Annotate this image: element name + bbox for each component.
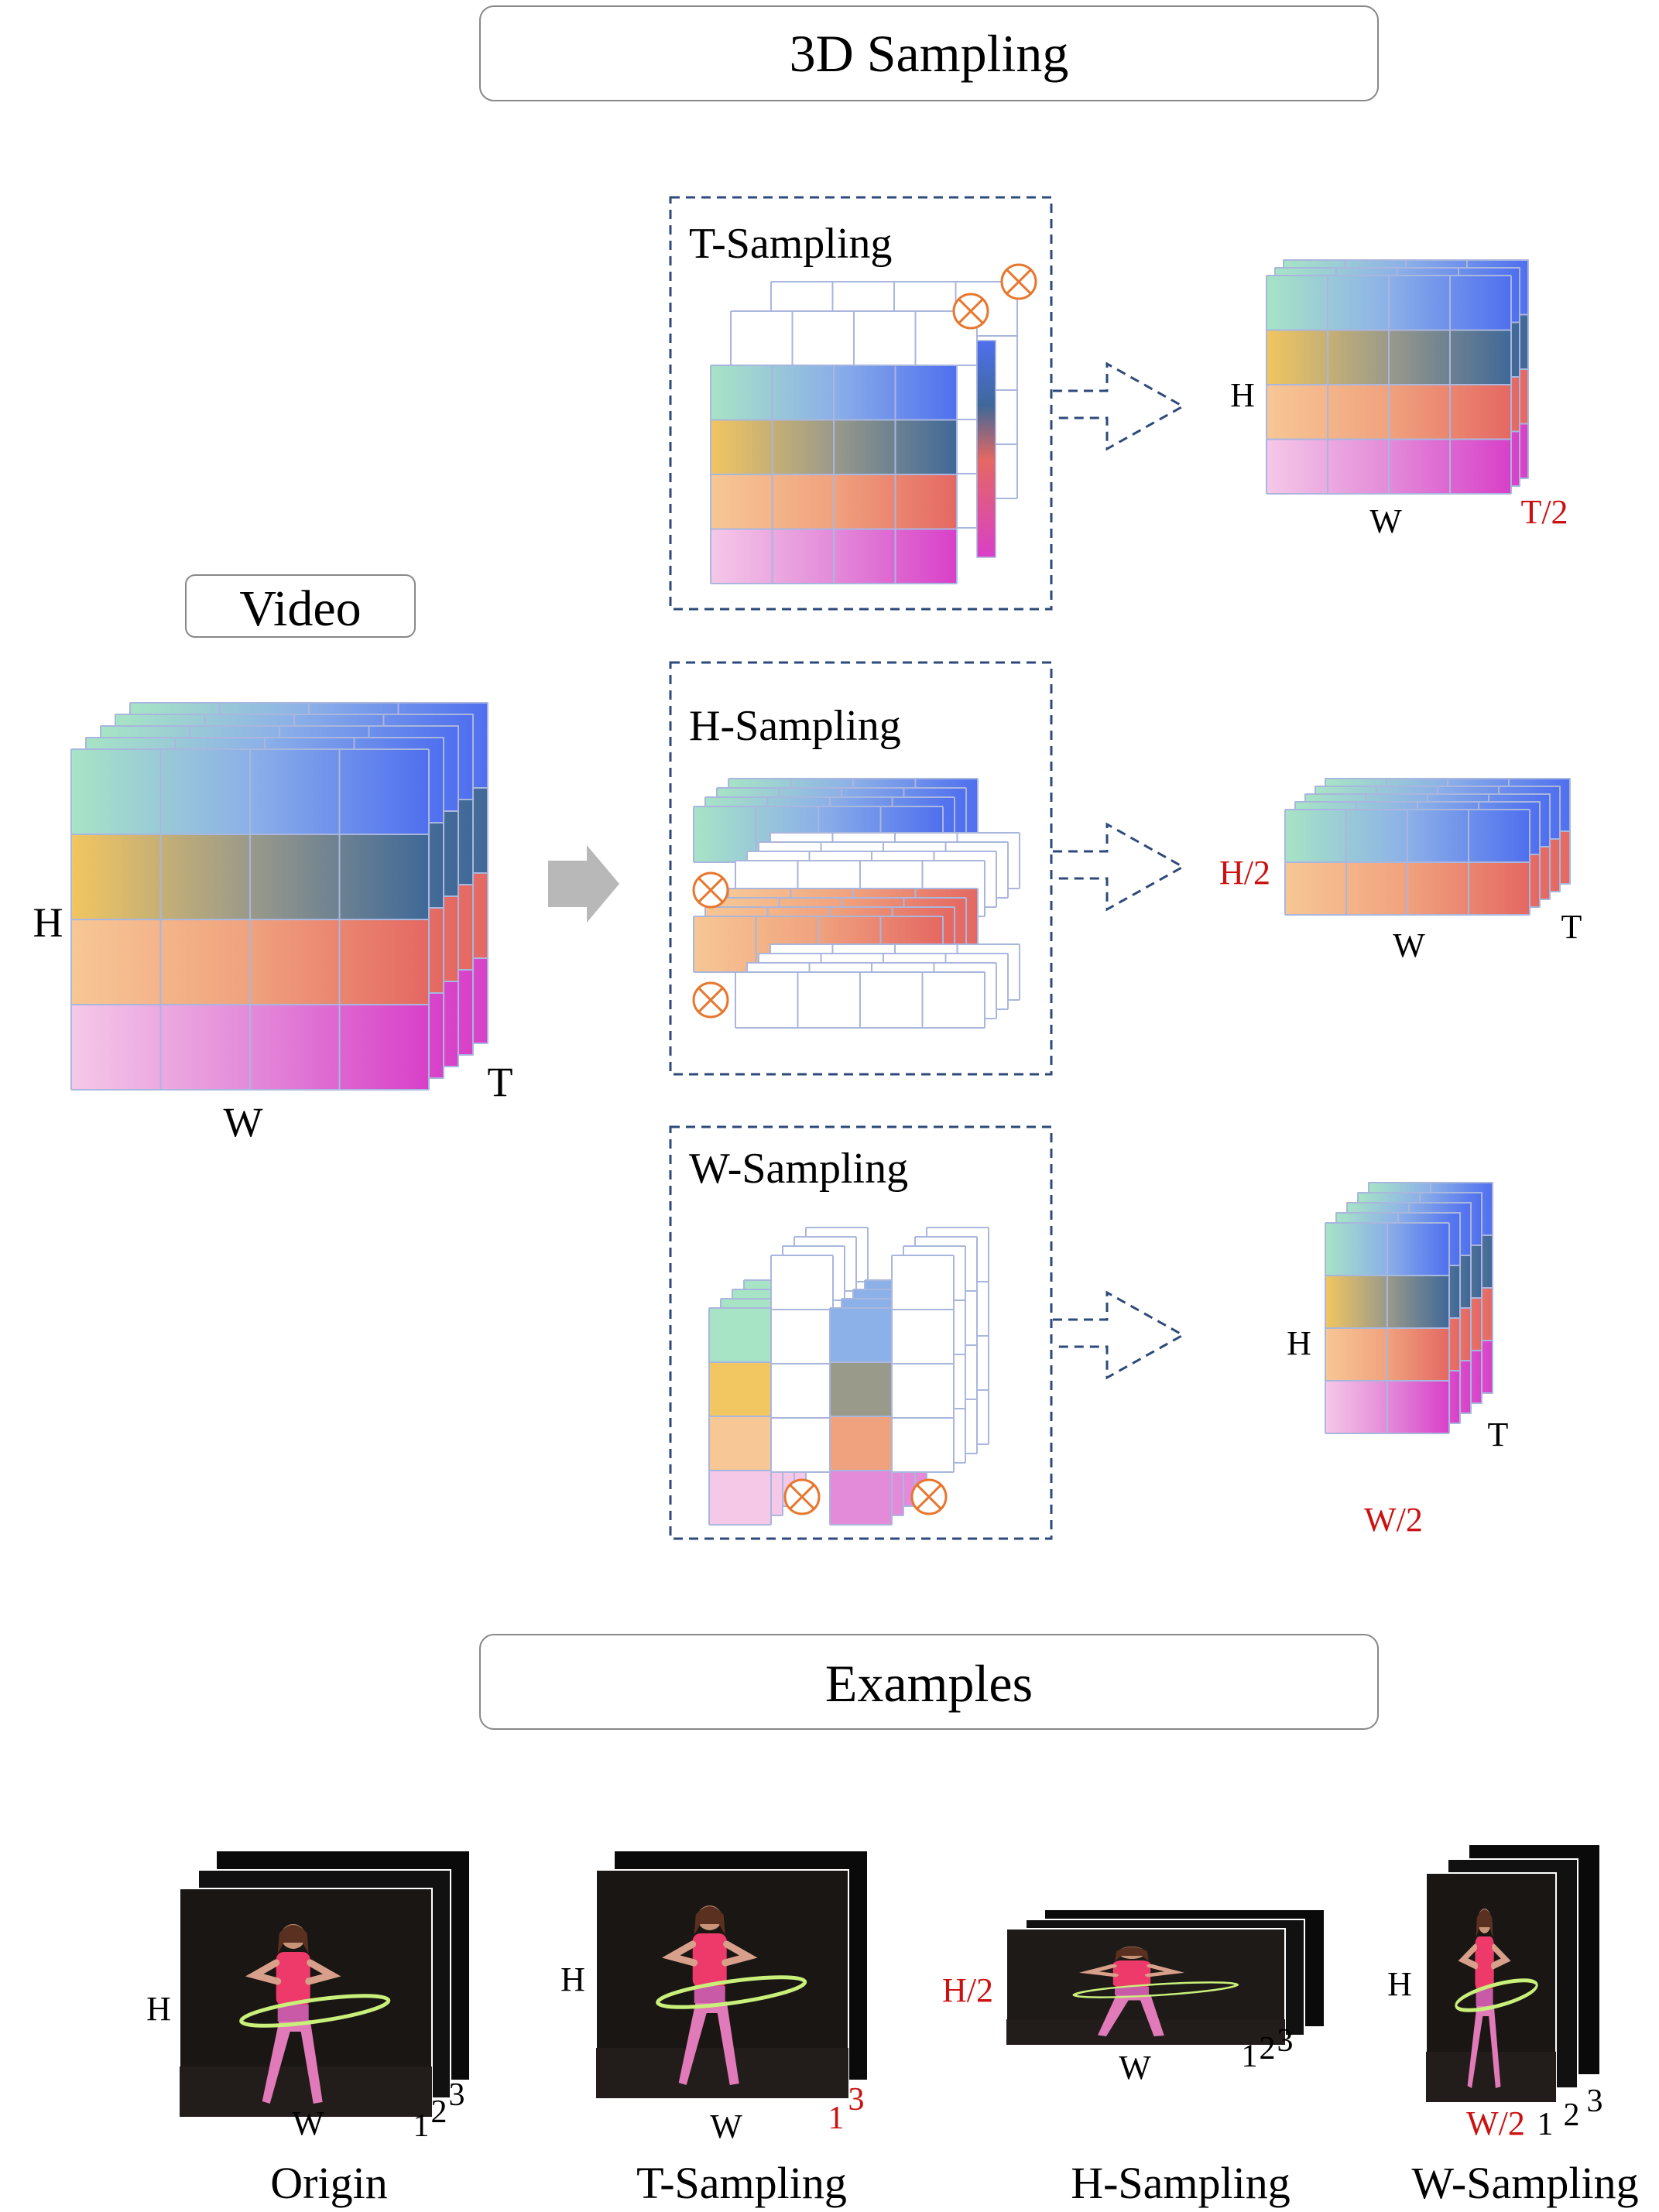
example-origin-w: W [292, 2104, 324, 2142]
multiply-icon [783, 1478, 821, 1515]
example-t-f1: 1 [828, 2101, 845, 2136]
video-frame-image [1425, 1872, 1557, 2103]
multiply-icon [952, 293, 989, 330]
video-axis-w: W [224, 1099, 263, 1145]
example-h-sampling: H/2 W 1 2 3 H-Sampling [942, 1910, 1324, 2208]
example-t-w: W [710, 2108, 742, 2145]
w-result-w: W/2 [1364, 1501, 1423, 1539]
section-title: 3D Sampling [790, 24, 1069, 83]
examples-title: Examples [825, 1654, 1033, 1713]
example-origin-h: H [146, 1990, 171, 2028]
example-t-sampling: H W 1 3 T-Sampling [560, 1851, 867, 2208]
t-result-w: W [1369, 502, 1402, 540]
grid-frame [708, 1307, 772, 1525]
example-h-caption: H-Sampling [1071, 2158, 1291, 2208]
video-frame-image [1006, 1928, 1286, 2046]
w-sampling-panel: W-Sampling [669, 1125, 1053, 1540]
grid-frame [1284, 809, 1530, 916]
dashed-arrow-icon-t [1053, 361, 1186, 451]
video-label: Video [239, 580, 361, 637]
example-origin: H W 1 2 3 Origin [146, 1851, 469, 2208]
example-w-f3: 3 [1587, 2084, 1603, 2119]
example-w-f2: 2 [1564, 2097, 1580, 2133]
example-w-sampling: H W/2 1 2 3 W-Sampling [1387, 1845, 1639, 2208]
h-result-w: W [1393, 926, 1425, 964]
t-sampling-title: T-Sampling [689, 220, 892, 268]
empty-frame [770, 1255, 834, 1473]
w-sampling-title: W-Sampling [689, 1145, 908, 1193]
example-h-f2: 2 [1260, 2031, 1276, 2066]
w-result-h: H [1287, 1324, 1311, 1362]
grid-frame [70, 748, 430, 1091]
h-sampling-panel: H-Sampling [669, 661, 1053, 1076]
t-sampling-panel: T-Sampling [669, 196, 1053, 611]
h-result-h: H/2 [1219, 854, 1270, 892]
video-cube: H W T [33, 702, 513, 1145]
grid-frame [1266, 275, 1512, 495]
empty-frame [735, 971, 985, 1029]
example-h-f1: 1 [1242, 2039, 1258, 2074]
example-origin-f1: 1 [413, 2108, 430, 2144]
gray-arrow-icon [548, 845, 619, 923]
example-h-h: H/2 [942, 1971, 993, 2009]
example-w-f1: 1 [1537, 2107, 1554, 2142]
example-h-f3: 3 [1277, 2023, 1294, 2059]
example-h-w: W [1119, 2049, 1151, 2087]
example-w-h: H [1387, 1965, 1412, 2003]
video-axis-h: H [33, 899, 63, 946]
t-result-cube: H W T/2 [1230, 259, 1568, 540]
multiply-icon [692, 871, 729, 909]
h-sampling-title: H-Sampling [689, 702, 901, 750]
h-result-t: T [1561, 908, 1582, 946]
example-origin-f2: 2 [431, 2094, 447, 2130]
section-header-examples: Examples [479, 1634, 1379, 1730]
example-t-f3: 3 [848, 2082, 865, 2118]
dashed-arrow-icon-h [1053, 822, 1186, 912]
multiply-icon [1000, 263, 1037, 300]
grid-frame [829, 1307, 893, 1525]
t-result-h: H [1230, 376, 1255, 414]
h-result-cube: H/2 W T [1219, 778, 1582, 964]
w-result-cube: H T W/2 [1287, 1182, 1509, 1539]
video-label-box: Video [185, 574, 416, 638]
example-t-h: H [560, 1960, 585, 1998]
example-origin-f3: 3 [449, 2077, 465, 2113]
video-axis-t: T [488, 1059, 513, 1105]
dashed-arrow-icon-w [1053, 1290, 1186, 1380]
multiply-icon [910, 1478, 948, 1515]
example-w-caption: W-Sampling [1411, 2158, 1638, 2208]
w-result-t: T [1488, 1416, 1509, 1454]
section-header-3d-sampling: 3D Sampling [479, 5, 1379, 101]
empty-frame [891, 1255, 955, 1473]
grid-frame [710, 365, 958, 584]
grid-frame [1325, 1222, 1450, 1434]
t-result-t: T/2 [1520, 493, 1568, 531]
example-t-caption: T-Sampling [636, 2158, 847, 2208]
example-origin-caption: Origin [270, 2158, 387, 2208]
example-w-w: W/2 [1466, 2104, 1525, 2142]
multiply-icon [692, 981, 729, 1019]
video-frame-image [179, 1888, 433, 2118]
video-frame-image [595, 1869, 849, 2099]
